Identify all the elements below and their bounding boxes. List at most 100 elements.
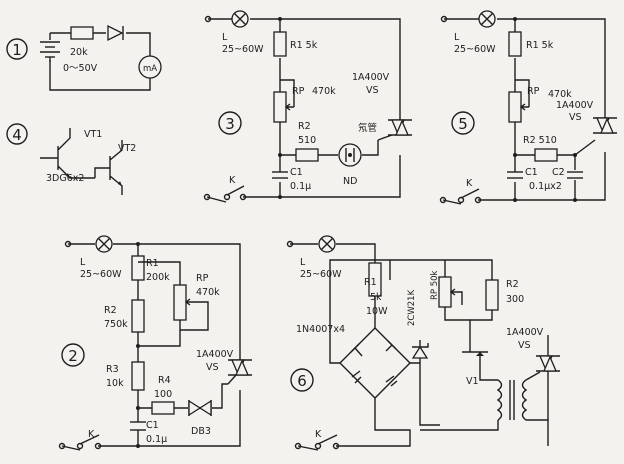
potentiometer-rp-icon <box>508 91 522 123</box>
d3-lamp-w: 25~60W <box>222 44 264 55</box>
triac-icon <box>536 355 560 372</box>
d2-r3: R3 <box>106 364 119 375</box>
resistor-r1-icon <box>131 255 145 281</box>
resistor-r1-icon <box>508 31 522 57</box>
diode-icon <box>107 24 124 42</box>
diagram-3-number: 3 <box>225 115 235 133</box>
zener-diode-icon <box>411 343 429 359</box>
resistor-r4-icon <box>151 401 175 415</box>
d2-vs: VS <box>206 362 219 373</box>
switch-k-icon <box>223 185 247 201</box>
d2-triac: 1A400V <box>196 349 234 360</box>
d6-r2: R2 <box>506 279 519 290</box>
resistor-r2-icon <box>485 279 499 311</box>
d1-source-label: 0～50V <box>63 63 98 74</box>
d6-lamp-l: L <box>300 257 306 268</box>
d6-zener: 2CW21K <box>407 289 417 326</box>
d3-r1: R1 5k <box>290 40 318 51</box>
d2-r3-val: 10k <box>106 378 124 389</box>
d5-k: K <box>466 178 473 189</box>
triac-icon <box>377 119 412 141</box>
triac-icon <box>593 117 617 134</box>
d3-c1-val: 0.1μ <box>290 181 311 192</box>
d6-r2-val: 300 <box>506 294 524 305</box>
d3-rp-val: 470k <box>312 86 336 97</box>
d3-k: K <box>229 175 236 186</box>
d2-c1: C1 <box>146 420 159 431</box>
switch-k-icon <box>76 434 102 450</box>
switch-k-icon <box>314 434 340 450</box>
diagram-5-double-cap-dimmer: 5 L 25~60W R1 5k RP 470k R2 510 C <box>439 10 617 205</box>
d2-rp-val: 470k <box>196 287 220 298</box>
potentiometer-rp-icon <box>438 276 452 308</box>
diagram-4-transistor-pair: 4 VT1 VT2 3DG6x2 <box>6 123 136 195</box>
resistor-r2-icon <box>295 148 319 162</box>
d2-r2-val: 750k <box>104 319 128 330</box>
d5-c1: C1 <box>525 167 538 178</box>
diagram-2-diac-dimmer: 2 L 25~60W R1 200k R2 750k R3 10k RP 470… <box>58 235 252 451</box>
capacitor-c1-icon <box>272 171 288 179</box>
d3-lamp-l: L <box>222 32 228 43</box>
d2-k: K <box>88 429 95 440</box>
diagram-2-number: 2 <box>68 347 78 365</box>
diagram-5-number: 5 <box>458 115 468 133</box>
d6-vs: VS <box>518 340 531 351</box>
resistor-r1-icon <box>368 262 382 297</box>
diagram-1-number: 1 <box>12 41 22 59</box>
resistor-icon <box>70 26 94 40</box>
d2-r4: R4 <box>158 375 171 386</box>
d3-rp: RP <box>292 86 305 97</box>
d6-k: K <box>315 429 322 440</box>
d4-vt2-label: VT2 <box>118 143 136 154</box>
diagram-3-neon-dimmer: 3 L 25~60W R1 5k RP 470k R2 510 C1 0.1μ <box>203 10 412 203</box>
d2-db3: DB3 <box>191 426 211 437</box>
capacitor-c2-icon <box>567 170 583 180</box>
d6-r1: R1 <box>364 277 377 288</box>
transistor-vt1-icon <box>40 128 95 179</box>
diagram-1-meter-circuit: 1 20k 0～50V mA <box>6 24 162 91</box>
d3-neon: 氖管 <box>358 122 377 134</box>
resistor-r3-icon <box>131 361 145 391</box>
d2-r1: R1 <box>146 258 159 269</box>
pulse-transformer-icon <box>420 371 549 446</box>
triac-icon <box>227 359 252 385</box>
d5-lamp-l: L <box>454 32 460 43</box>
d5-lamp-w: 25~60W <box>454 44 496 55</box>
d5-c2: C2 <box>552 167 565 178</box>
d5-r2: R2 510 <box>523 135 557 146</box>
d3-nd: ND <box>343 176 357 187</box>
resistor-r2-icon <box>131 299 145 333</box>
d5-rp-val: 470k <box>548 89 572 100</box>
d6-r1-val: 5k <box>370 292 382 303</box>
diagram-4-number: 4 <box>12 126 22 144</box>
diac-db3-icon <box>188 399 212 417</box>
d2-lamp-w: 25~60W <box>80 269 122 280</box>
bridge-rectifier-icon <box>339 327 411 399</box>
d6-r1-w: 10W <box>366 306 388 317</box>
d2-r1-val: 200k <box>146 272 170 283</box>
d2-r2: R2 <box>104 305 117 316</box>
d6-bridge: 1N4007x4 <box>296 324 345 335</box>
d6-triac: 1A400V <box>506 327 544 338</box>
d2-c1-val: 0.1μ <box>146 434 167 445</box>
d2-r4-val: 100 <box>154 389 172 400</box>
diagram-6-bridge-dimmer: 6 L 25~60W R1 5k 10W 1N4007x4 2CW21K <box>286 235 560 451</box>
d2-lamp-l: L <box>80 257 86 268</box>
d6-rp: RP 50k <box>430 270 440 300</box>
d3-c1: C1 <box>290 167 303 178</box>
d3-vs: VS <box>366 85 379 96</box>
d5-triac: 1A400V <box>556 100 594 111</box>
transistor-vt2-icon <box>94 140 123 195</box>
d6-lamp-w: 25~60W <box>300 269 342 280</box>
battery-icon <box>40 41 60 62</box>
potentiometer-rp-icon <box>273 91 287 123</box>
transistor-v1-icon <box>462 345 498 381</box>
switch-k-icon <box>457 188 482 204</box>
d3-triac: 1A400V <box>352 72 390 83</box>
d5-r1: R1 5k <box>526 40 554 51</box>
d4-vt1-label: VT1 <box>84 129 102 140</box>
diagram-6-number: 6 <box>297 372 307 390</box>
d5-c-val: 0.1μx2 <box>529 181 562 192</box>
capacitor-c1-icon <box>130 421 146 431</box>
